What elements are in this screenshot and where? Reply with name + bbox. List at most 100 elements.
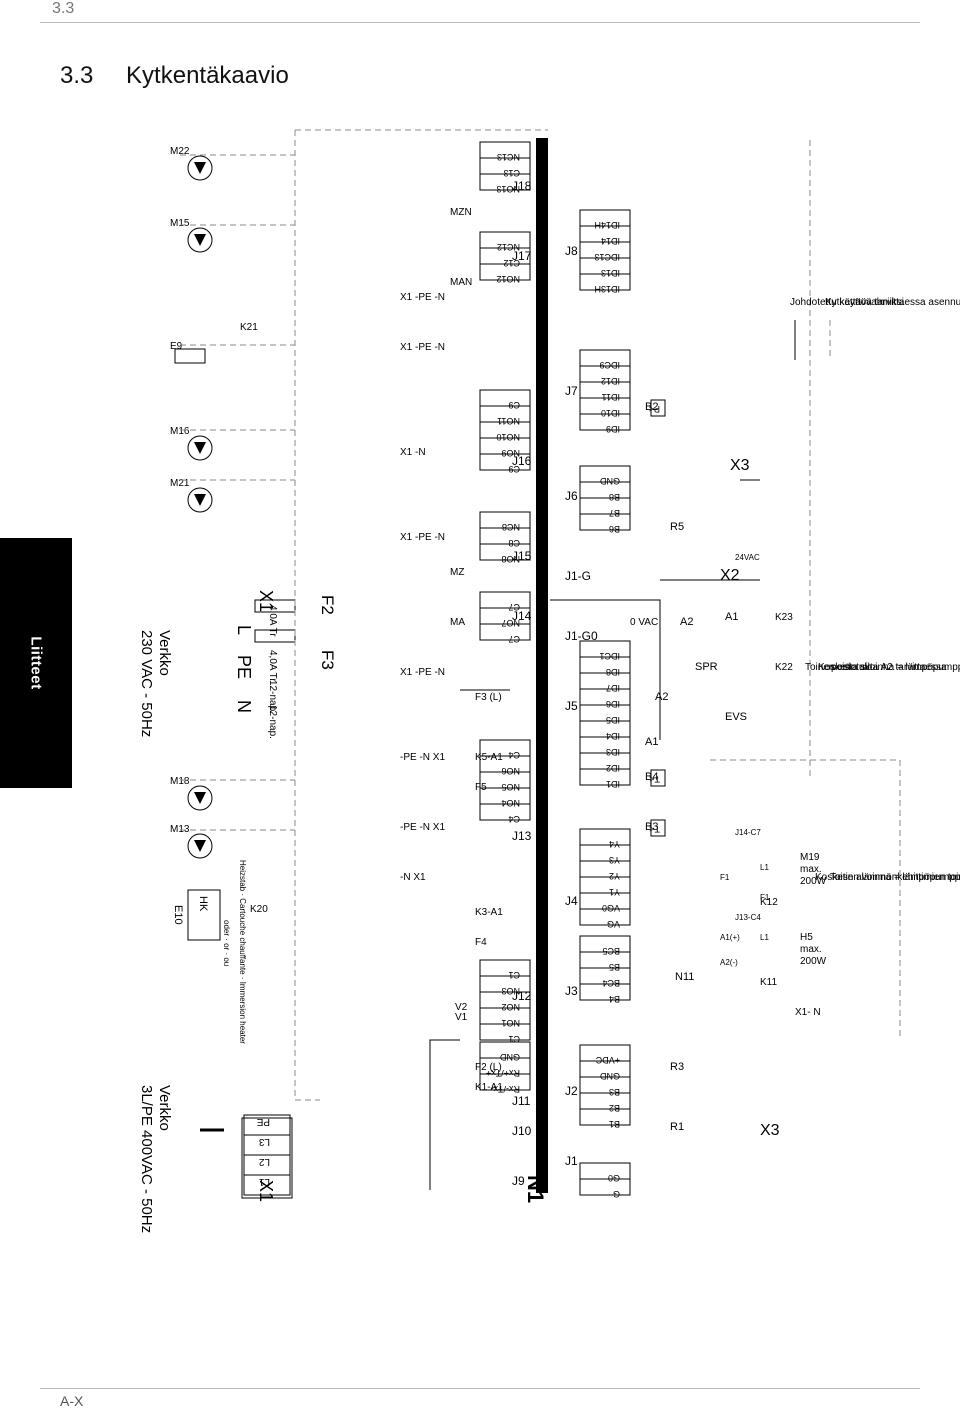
pin-box [579,1044,631,1062]
controller-board-bar [536,138,548,1193]
x1-3ph-block [241,1117,293,1199]
sensor-r5: R5 [670,521,684,533]
pin-bc5: BC5 [602,946,620,956]
pin-id2: ID2 [606,763,620,773]
pin-id4: ID4 [606,731,620,741]
board-label: N1 [523,1175,548,1203]
sensor-x2: X2 [720,567,740,584]
motor-label-m15: M15 [170,218,190,229]
pump-arrow-icon [194,792,206,804]
coil-pin: A2(-) [720,958,738,967]
x1-3ph-label: X1 [256,1180,276,1202]
pin-nc13: NC13 [497,152,520,162]
pin-id7: ID7 [606,683,620,693]
terminal-1ph-l: L [234,625,254,635]
coil-pin: A1(+) [720,933,740,942]
connector-j12: J12 [512,989,532,1003]
sensor-n11: N11 [675,971,694,983]
output-mzn: MZN [450,207,472,218]
x1-branch-label: X1 -PE -N [400,342,445,353]
board-fuse: K5-A1 [475,752,503,763]
pin-b3: B3 [609,1087,620,1097]
pin-g0: G0 [608,1173,620,1183]
connector-j6: J6 [565,489,578,503]
pin-box [579,513,631,531]
coil-pin: L1 [760,933,769,942]
output-mz: MZ [450,567,464,578]
title-text: Kytkentäkaavio [126,62,289,89]
pin-box [579,935,631,953]
pin-box [479,591,531,609]
pin-no10: NO10 [496,432,520,442]
pin-idc1: IDC1 [599,651,620,661]
pin-rx-/tx-: Rx-/Tx- [491,1084,521,1094]
connector-j2: J2 [565,1084,578,1098]
pin-c1: C1 [508,1034,520,1044]
pin-vg: VG [607,919,620,929]
pin-gnd: GND [600,1071,621,1081]
pin-id14h: ID14H [594,220,620,230]
sensor-box [650,399,666,417]
pin-idc13: IDC13 [594,252,620,262]
pin-box [579,768,631,786]
terminal-1ph-x1: X1 [256,590,276,612]
connector-j5: J5 [565,699,578,713]
sensor-a2: A2 [655,691,668,703]
connector-j14: J14 [512,609,532,623]
pin-box [479,739,531,757]
sensor-r1: R1 [670,1121,684,1133]
coil-pin: F1 [760,893,770,902]
pin-id6: ID6 [606,699,620,709]
sensor-mark: T< [649,824,660,834]
legend-line: Kosketin avoinna = lämpöpumppu estetty [818,662,960,673]
top-connector-strips: Rx-/Tx-Rx+/Tx+GNDC1NO1NO2NO3C1C4NO4NO5NO… [479,141,531,1094]
wire-vac [550,599,661,740]
coil-pin: F1 [720,873,730,882]
terminal-1ph-pe: PE [234,655,254,679]
sensor-box [650,769,666,787]
sensor-r3: R3 [670,1061,684,1073]
x1-branch-label: X1 -N [400,447,426,458]
fuse-label: F2 [318,595,337,615]
pin-b5: B5 [609,962,620,972]
connector-j9: J9 [512,1174,525,1188]
connector-j10: J10 [512,1124,532,1138]
pin-box [579,704,631,722]
board-fuse: K1-A1 [475,1082,503,1093]
pin-b6: B6 [609,524,620,534]
pin-no11: NO11 [497,416,520,426]
pump-icon [187,833,213,859]
pin-id5: ID5 [606,715,620,725]
pin-box [579,1108,631,1126]
coil-pin: J13-C4 [735,913,761,922]
bottom-connector-strips: GG0B1B2B3GND+VDCB4BC4B5BC5VGVG0Y1Y2Y3Y4I… [579,209,631,1199]
pin-box [579,1092,631,1110]
pump-icon [187,155,213,181]
pump-icon [187,487,213,513]
page-footer: A-X [60,1393,84,1409]
pump-arrow-icon [194,494,206,506]
pin-y3: Y3 [609,855,620,865]
coil-k23: K23 [775,612,793,623]
hk-label: HK [197,896,209,912]
coil-k12: K12 [760,897,778,908]
pin-no4: NO4 [501,798,520,808]
sensor-mark: T< [649,774,660,784]
board-fuse: F5 [475,782,487,793]
x1n-label: X1- N [795,1007,821,1018]
pin-b8: B8 [609,492,620,502]
diagram-rotated: Rx-/Tx-Rx+/Tx+GNDC1NO1NO2NO3C1C4NO4NO5NO… [138,129,960,1233]
appendix-tab[interactable]: Liitteet [0,538,72,788]
motor-label-m22: M22 [170,146,190,157]
pin-gnd: GND [600,476,621,486]
pin-id1: ID1 [606,779,620,789]
motor-label-m13: M13 [170,824,190,835]
pin-rx+/tx+: Rx+/Tx+ [486,1068,520,1078]
sensor-x3: X3 [730,457,750,474]
x1-branch-label: X1 -PE -N [400,667,445,678]
